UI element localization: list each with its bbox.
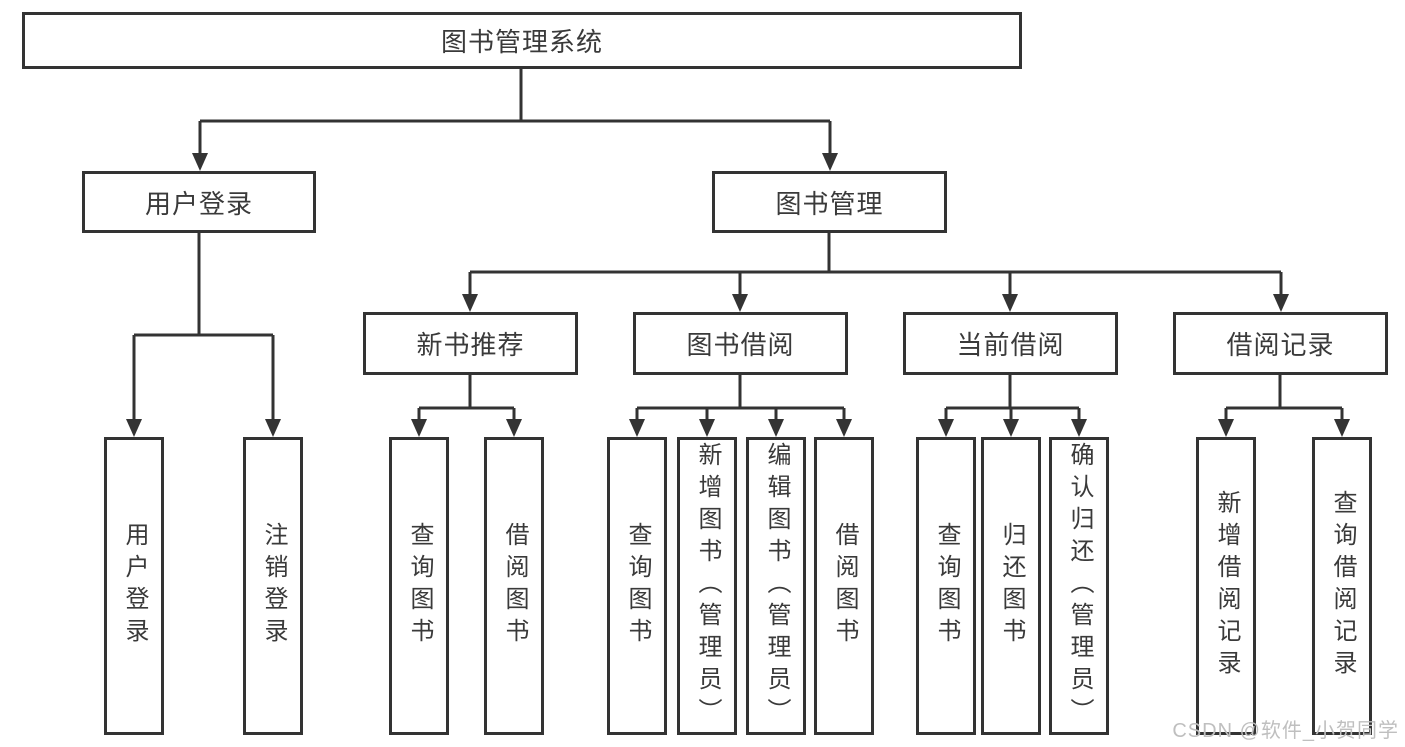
- node-borrow-records-label: 借阅记录: [1226, 330, 1335, 360]
- node-current-borrow: 当前借阅: [903, 312, 1118, 375]
- leaf-query-book-1: 查询图书: [389, 437, 449, 735]
- node-root-label: 图书管理系统: [440, 27, 603, 57]
- leaf-query-book-3: 查询图书: [916, 437, 976, 735]
- node-book-management: 图书管理: [712, 171, 947, 233]
- leaf-borrow-book-1: 借阅图书: [484, 437, 544, 735]
- leaf-edit-book-admin-label: 编辑图书（管理员）: [763, 442, 790, 730]
- leaf-add-borrow-record: 新增借阅记录: [1196, 437, 1256, 735]
- leaf-return-book: 归还图书: [981, 437, 1041, 735]
- leaf-confirm-return-admin: 确认归还（管理员）: [1049, 437, 1109, 735]
- node-root: 图书管理系统: [22, 12, 1022, 69]
- leaf-confirm-return-admin-label: 确认归还（管理员）: [1066, 442, 1093, 730]
- node-user-login-label: 用户登录: [144, 188, 253, 219]
- leaf-borrow-book-1-label: 借阅图书: [501, 522, 528, 650]
- node-current-borrow-label: 当前借阅: [956, 330, 1065, 360]
- leaf-user-login-label: 用户登录: [121, 522, 148, 650]
- leaf-borrow-book-2-label: 借阅图书: [831, 522, 858, 650]
- node-user-login: 用户登录: [82, 171, 316, 233]
- leaf-add-borrow-record-label: 新增借阅记录: [1213, 490, 1240, 682]
- leaf-edit-book-admin: 编辑图书（管理员）: [746, 437, 806, 735]
- leaf-query-borrow-record-label: 查询借阅记录: [1329, 490, 1356, 682]
- leaf-add-book-admin-label: 新增图书（管理员）: [694, 442, 721, 730]
- leaf-user-login: 用户登录: [104, 437, 164, 735]
- leaf-logout-label: 注销登录: [260, 522, 287, 650]
- csdn-watermark: CSDN @软件_小贺同学: [1172, 720, 1399, 742]
- leaf-query-book-2-label: 查询图书: [624, 522, 651, 650]
- tree-edges: [132, 68, 1344, 420]
- leaf-query-book-1-label: 查询图书: [406, 522, 433, 650]
- node-book-borrow: 图书借阅: [633, 312, 848, 375]
- node-new-book-recommend-label: 新书推荐: [416, 330, 525, 360]
- leaf-query-book-2: 查询图书: [607, 437, 667, 735]
- node-new-book-recommend: 新书推荐: [363, 312, 578, 375]
- leaf-add-book-admin: 新增图书（管理员）: [677, 437, 737, 735]
- leaf-return-book-label: 归还图书: [998, 522, 1025, 650]
- leaf-query-borrow-record: 查询借阅记录: [1312, 437, 1372, 735]
- node-borrow-records: 借阅记录: [1173, 312, 1388, 375]
- node-book-borrow-label: 图书借阅: [686, 330, 795, 360]
- leaf-logout: 注销登录: [243, 437, 303, 735]
- node-book-management-label: 图书管理: [775, 188, 884, 219]
- leaf-borrow-book-2: 借阅图书: [814, 437, 874, 735]
- leaf-query-book-3-label: 查询图书: [933, 522, 960, 650]
- arrowheads: [126, 153, 1350, 437]
